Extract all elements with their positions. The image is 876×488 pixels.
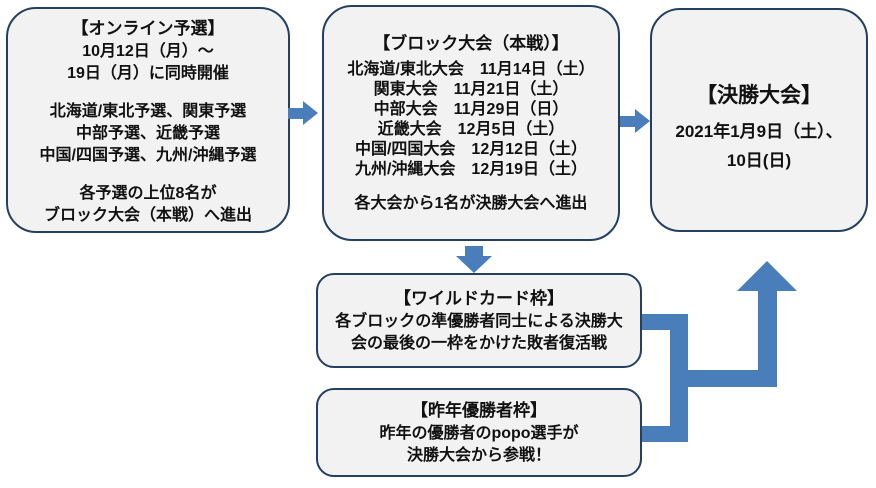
arrow-block-to-wildcard-icon xyxy=(456,246,492,273)
text-line: 昨年の優勝者のpopo選手が xyxy=(379,424,579,442)
box-final-tournament-body: 2021年1月9日（土）、 10日(日) xyxy=(675,117,842,175)
text-line: 北海道/東北予選、関東予選 xyxy=(49,103,247,120)
text-line: ブロック大会（本戦）へ進出 xyxy=(43,207,252,224)
text-line: 中国/四国予選、九州/沖縄予選 xyxy=(39,147,257,164)
box-last-year-champion-body: 昨年の優勝者のpopo選手が決勝大会から参戦！ xyxy=(379,423,578,467)
text-line: 2021年1月9日（土）、 xyxy=(675,122,843,141)
text-line: 決勝大会から参戦！ xyxy=(406,446,551,464)
text-line: 九州/沖縄大会 12月19日（土） xyxy=(354,161,588,178)
arrow-block-to-final-icon xyxy=(620,109,650,133)
text-line: 北海道/東北大会 11月14日（土） xyxy=(347,61,595,78)
text-line: 各予選の上位8名が xyxy=(79,185,217,202)
box-online-qualifier-body: 10月12日（月）～ 19日（月）に同時開催北海道/東北予選、関東予選中部予選、近… xyxy=(40,41,257,227)
text-line: 中部大会 11月29日（日） xyxy=(373,101,569,118)
up-arrow-shaft xyxy=(758,291,777,387)
text-line: 関東大会 11月21日（土） xyxy=(373,81,569,98)
box-block-tournament: 【ブロック大会（本戦）】 北海道/東北大会 11月14日（土） 関東大会 11月2… xyxy=(322,5,620,241)
box-wildcard-title: 【ワイルドカード枠】 xyxy=(394,288,564,308)
text-line: 中国/四国大会 12月12日（土） xyxy=(354,141,588,158)
text-line: 近畿大会 12月5日（土） xyxy=(377,121,565,138)
up-arrow-head-icon xyxy=(737,261,797,291)
text-line: 各大会から1名が決勝大会へ進出 xyxy=(354,195,588,212)
connector-horizontal-line xyxy=(688,370,777,387)
text-line: 10日(日) xyxy=(726,151,792,170)
box-last-year-champion-title: 【昨年優勝者枠】 xyxy=(411,400,547,420)
text-line: 10月12日（月）～ xyxy=(82,43,214,60)
text-line: 19日（月）に同時開催 xyxy=(67,65,229,82)
text-line: 中部予選、近畿予選 xyxy=(75,125,220,142)
box-online-qualifier-title: 【オンライン予選】 xyxy=(71,19,225,38)
text-line xyxy=(40,85,257,101)
text-line xyxy=(40,167,257,183)
box-block-tournament-title: 【ブロック大会（本戦）】 xyxy=(373,34,569,53)
box-final-tournament-title: 【決勝大会】 xyxy=(696,84,822,107)
box-wildcard: 【ワイルドカード枠】 各ブロックの準優勝者同士による決勝大会の最後の一枠をかけた… xyxy=(316,273,642,368)
text-line: 会の最後の一枠をかけた敗者復活戦 xyxy=(350,334,607,352)
box-block-tournament-body: 北海道/東北大会 11月14日（土） 関東大会 11月21日（土） 中部大会 11月… xyxy=(347,60,594,214)
arrow-online-to-block-icon xyxy=(288,101,318,125)
box-last-year-champion: 【昨年優勝者枠】 昨年の優勝者のpopo選手が決勝大会から参戦！ xyxy=(316,388,642,477)
connector-vertical-line xyxy=(670,314,688,442)
box-online-qualifier: 【オンライン予選】 10月12日（月）～ 19日（月）に同時開催北海道/東北予選、… xyxy=(6,7,290,233)
connector-lastyear-stub xyxy=(642,426,688,442)
text-line xyxy=(347,180,594,194)
box-wildcard-body: 各ブロックの準優勝者同士による決勝大会の最後の一枠をかけた敗者復活戦 xyxy=(335,311,623,355)
text-line: 各ブロックの準優勝者同士による決勝大 xyxy=(335,312,623,330)
box-final-tournament: 【決勝大会】 2021年1月9日（土）、 10日(日) xyxy=(650,8,868,232)
